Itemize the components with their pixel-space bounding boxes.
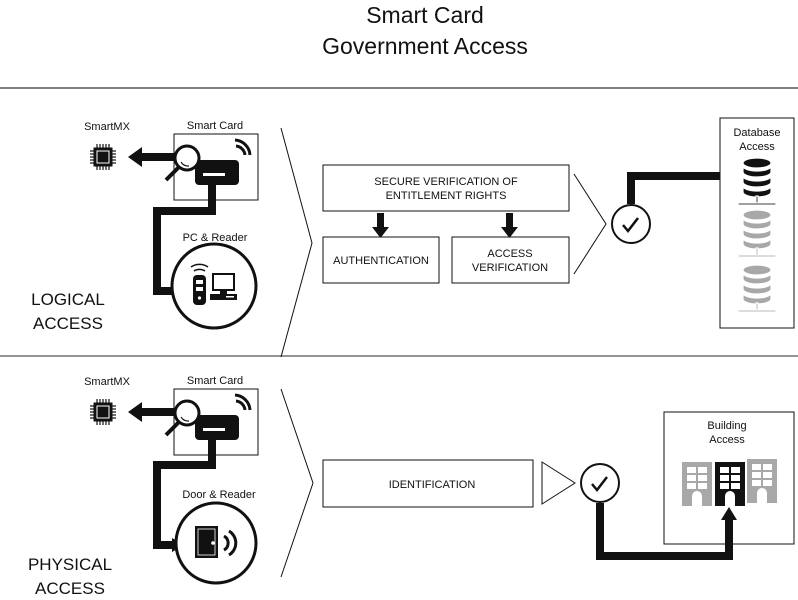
door-reader-icon: [195, 526, 238, 558]
check-to-database-connector: [627, 172, 728, 204]
title-line-1: Smart Card: [366, 2, 484, 28]
smart-card-label-physical: Smart Card: [187, 375, 243, 387]
card-to-door-connector: [153, 440, 216, 549]
smart-card-icon: [195, 160, 239, 185]
smartmx-label: SmartMX: [84, 121, 131, 133]
card-stripe-physical: [203, 428, 225, 431]
authentication-box: [322, 236, 440, 284]
chip-icon-physical: [89, 398, 117, 426]
card-stripe: [203, 173, 225, 176]
contactless-wave-icon: [234, 138, 252, 156]
magnifier-icon-physical: [164, 399, 201, 437]
contactless-wave-icon-physical: [234, 393, 252, 411]
physical-section: PHYSICAL ACCESS SmartMX Smart Card Door …: [28, 375, 795, 598]
card-to-reader-connector: [153, 185, 216, 295]
access-verification-line-2: VERIFICATION: [472, 262, 548, 274]
authentication-label: AUTHENTICATION: [333, 255, 429, 267]
access-verification-line-1: ACCESS: [487, 248, 532, 260]
logical-verify-chevron: [573, 173, 607, 275]
smart-card-label: Smart Card: [187, 120, 243, 132]
physical-check-circle: [580, 463, 620, 503]
access-verification-box: [451, 236, 570, 284]
arrow-to-building-icon: [721, 507, 737, 520]
physical-verify-chevron: [541, 461, 576, 505]
arrow-to-authentication-icon: [372, 213, 389, 238]
physical-section-label-1: PHYSICAL: [28, 555, 112, 574]
smartmx-label-physical: SmartMX: [84, 376, 131, 388]
identification-box: [322, 459, 534, 508]
arrow-card-to-chip-physical-icon: [128, 402, 175, 422]
check-to-building-connector: [596, 503, 733, 560]
building-access-label-1: Building: [707, 420, 746, 432]
logical-check-circle: [611, 204, 651, 244]
secure-verification-box: [322, 164, 570, 212]
physical-section-label-2: ACCESS: [35, 579, 105, 598]
arrow-card-to-chip-icon: [128, 147, 175, 167]
logical-section-label-2: ACCESS: [33, 314, 103, 333]
chip-icon: [89, 143, 117, 171]
magnifier-icon: [164, 144, 201, 182]
logical-section-label-1: LOGICAL: [31, 290, 105, 309]
logical-flow-chevron: [280, 127, 313, 358]
logical-section: LOGICAL ACCESS SmartMX Smart Card PC & R…: [31, 117, 795, 358]
physical-check-icon: [591, 476, 608, 492]
secure-verification-line-1: SECURE VERIFICATION OF: [374, 176, 518, 188]
door-reader-label: Door & Reader: [182, 489, 256, 501]
logical-check-icon: [622, 217, 639, 233]
identification-label: IDENTIFICATION: [389, 479, 476, 491]
arrow-to-access-verification-icon: [501, 213, 518, 238]
title-line-2: Government Access: [322, 33, 528, 59]
smart-card-icon-physical: [195, 415, 239, 440]
pc-reader-icon: [190, 263, 237, 305]
secure-verification-line-2: ENTITLEMENT RIGHTS: [386, 190, 507, 202]
physical-flow-chevron: [280, 388, 314, 578]
pc-reader-label: PC & Reader: [183, 232, 248, 244]
database-access-label-2: Access: [739, 141, 775, 153]
building-access-label-2: Access: [709, 434, 745, 446]
database-access-label-1: Database: [733, 127, 780, 139]
